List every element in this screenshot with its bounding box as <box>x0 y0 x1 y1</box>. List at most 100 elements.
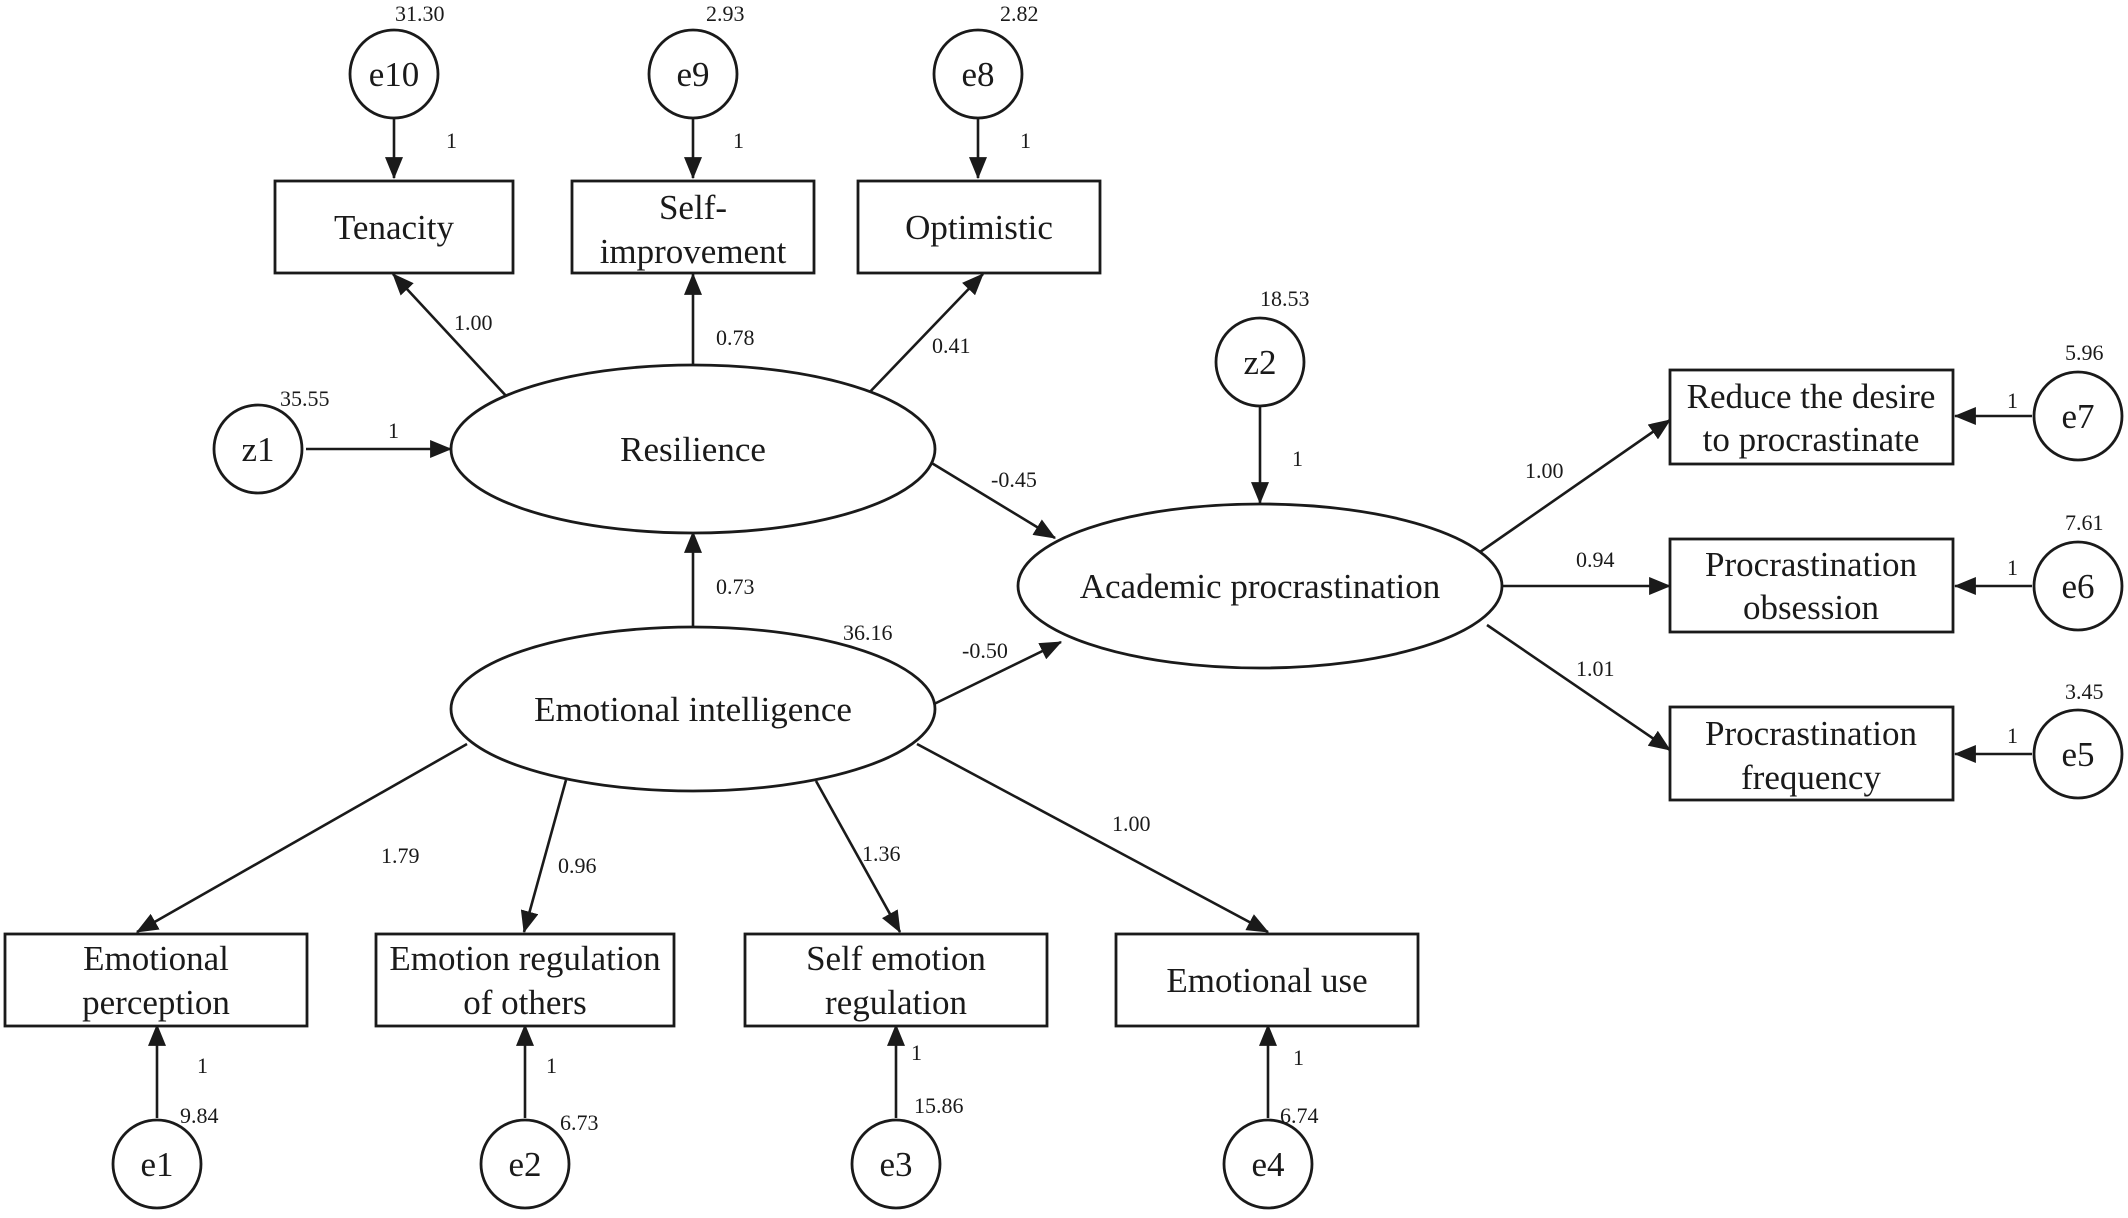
error-e5-label: e5 <box>2061 735 2094 774</box>
variance-e4: 6.74 <box>1280 1103 1319 1128</box>
indicator-procrastination-obsession: Procrastination obsession <box>1668 537 1955 634</box>
indicator-optimistic: Optimistic <box>856 179 1102 275</box>
path-e6: 1 <box>2007 555 2018 580</box>
edge-resilience-ap <box>929 460 1056 540</box>
path-e5: 1 <box>2007 723 2018 748</box>
error-e8: e8 <box>932 28 1024 120</box>
indicator-emotion-regulation-others-label-2: of others <box>463 983 586 1022</box>
indicator-self-improvement-label-1: Self- <box>659 188 727 227</box>
path-e4: 1 <box>1293 1045 1304 1070</box>
error-e2: e2 <box>479 1118 571 1210</box>
indicator-procrastination-frequency-label-1: Procrastination <box>1705 714 1917 753</box>
edge-ei-emotion-regulation-others <box>520 779 568 934</box>
loading-ap-obsession: 0.94 <box>1576 547 1615 572</box>
error-z1-label: z1 <box>241 430 274 469</box>
path-ei-ap: -0.50 <box>962 638 1008 663</box>
edge-ei-ap <box>931 640 1062 707</box>
indicator-self-emotion-regulation-label-2: regulation <box>825 983 967 1022</box>
error-e4: e4 <box>1222 1118 1314 1210</box>
path-e10: 1 <box>446 128 457 153</box>
loading-resilience-optimistic: 0.41 <box>932 333 971 358</box>
indicator-procrastination-obsession-label-1: Procrastination <box>1705 545 1917 584</box>
variance-e10: 31.30 <box>395 1 445 26</box>
indicator-emotion-regulation-others-label-1: Emotion regulation <box>389 939 660 978</box>
error-e10-label: e10 <box>369 55 420 94</box>
error-e9-label: e9 <box>676 55 709 94</box>
latent-resilience: Resilience <box>449 363 937 535</box>
loading-resilience-tenacity: 1.00 <box>454 310 493 335</box>
indicator-reduce-desire-label-1: Reduce the desire <box>1687 377 1936 416</box>
loading-ap-frequency: 1.01 <box>1576 656 1615 681</box>
value-labels: 31.30 2.93 2.82 35.55 18.53 5.96 7.61 3.… <box>180 1 2104 1135</box>
indicator-reduce-desire-label-2: to procrastinate <box>1703 420 1920 459</box>
loading-ei-emotion-regulation-others: 0.96 <box>558 853 597 878</box>
variance-e1: 9.84 <box>180 1103 219 1128</box>
loading-ei-emotional-use: 1.00 <box>1112 811 1151 836</box>
latent-academic-procrastination-label: Academic procrastination <box>1080 567 1441 606</box>
edge-ap-reduce-desire <box>1479 418 1671 554</box>
latent-emotional-intelligence-label: Emotional intelligence <box>534 690 852 729</box>
error-e10: e10 <box>348 28 440 120</box>
variance-ei: 36.16 <box>843 620 893 645</box>
indicator-emotional-perception: Emotional perception <box>3 932 309 1028</box>
path-z2: 1 <box>1292 446 1303 471</box>
edge-ei-self-emotion-regulation <box>814 780 902 933</box>
indicator-self-improvement-label-2: improvement <box>600 232 787 271</box>
variance-e5: 3.45 <box>2065 679 2104 704</box>
indicator-emotional-perception-label-2: perception <box>82 983 230 1022</box>
edge-ei-emotional-use <box>916 742 1269 934</box>
path-z1: 1 <box>388 418 399 443</box>
error-e1: e1 <box>111 1118 203 1210</box>
latent-emotional-intelligence: Emotional intelligence <box>449 625 937 793</box>
variance-e7: 5.96 <box>2065 340 2104 365</box>
error-e7: e7 <box>2032 370 2124 462</box>
error-e1-label: e1 <box>140 1145 173 1184</box>
error-e5: e5 <box>2032 708 2124 800</box>
path-e1: 1 <box>197 1053 208 1078</box>
error-e3-label: e3 <box>879 1145 912 1184</box>
variance-e2: 6.73 <box>560 1110 599 1135</box>
path-ei-resilience: 0.73 <box>716 574 755 599</box>
edge-resilience-tenacity <box>392 273 509 399</box>
indicator-emotional-use: Emotional use <box>1114 932 1420 1028</box>
latent-resilience-label: Resilience <box>620 430 766 469</box>
edge-ap-frequency <box>1486 623 1671 752</box>
loading-resilience-self-improvement: 0.78 <box>716 325 755 350</box>
variance-z1: 35.55 <box>280 386 330 411</box>
indicator-emotion-regulation-others: Emotion regulation of others <box>374 932 676 1028</box>
error-e3: e3 <box>850 1118 942 1210</box>
error-e2-label: e2 <box>508 1145 541 1184</box>
path-e9: 1 <box>733 128 744 153</box>
variance-e8: 2.82 <box>1000 1 1039 26</box>
error-z2: z2 <box>1214 316 1306 408</box>
variance-e9: 2.93 <box>706 1 745 26</box>
error-e8-label: e8 <box>961 55 994 94</box>
indicator-self-emotion-regulation-label-1: Self emotion <box>806 939 986 978</box>
indicator-procrastination-frequency-label-2: frequency <box>1741 758 1881 797</box>
error-e6: e6 <box>2032 540 2124 632</box>
edges <box>136 110 2032 1118</box>
indicator-procrastination-frequency: Procrastination frequency <box>1668 705 1955 802</box>
error-z2-label: z2 <box>1243 343 1276 382</box>
indicator-tenacity: Tenacity <box>273 179 515 275</box>
error-z1: z1 <box>212 403 304 495</box>
indicator-emotional-perception-label-1: Emotional <box>83 939 229 978</box>
edge-ei-emotional-perception <box>136 742 468 934</box>
edge-resilience-optimistic <box>865 273 984 397</box>
error-e4-label: e4 <box>1251 1145 1284 1184</box>
loading-ei-self-emotion-regulation: 1.36 <box>862 841 901 866</box>
indicator-self-emotion-regulation: Self emotion regulation <box>743 932 1049 1028</box>
indicator-optimistic-label: Optimistic <box>905 208 1053 247</box>
indicator-emotional-use-label: Emotional use <box>1166 961 1367 1000</box>
path-e8: 1 <box>1020 128 1031 153</box>
path-e7: 1 <box>2007 388 2018 413</box>
path-resilience-ap: -0.45 <box>991 467 1037 492</box>
indicator-self-improvement: Self- improvement <box>570 179 816 275</box>
loading-ap-reduce-desire: 1.00 <box>1525 458 1564 483</box>
error-e7-label: e7 <box>2061 397 2094 436</box>
path-e3: 1 <box>911 1040 922 1065</box>
error-e6-label: e6 <box>2061 567 2094 606</box>
indicator-reduce-desire: Reduce the desire to procrastinate <box>1668 368 1955 466</box>
loading-ei-emotional-perception: 1.79 <box>381 843 420 868</box>
